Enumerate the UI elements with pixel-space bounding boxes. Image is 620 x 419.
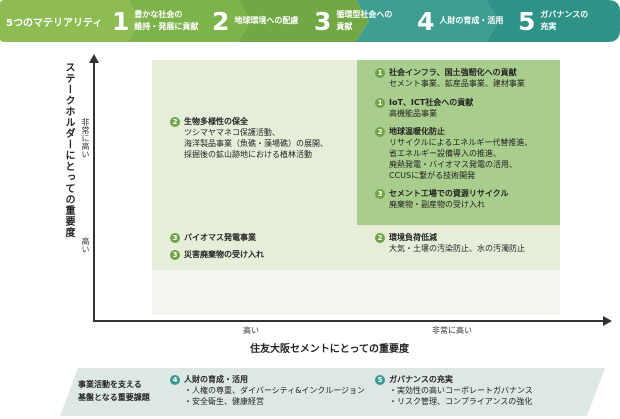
tab-3-label: 循環型社会への 貢献 [336,10,393,31]
item-title: 人財の育成・活用 [184,375,248,384]
tab-3-number: 3 [314,6,332,36]
tab-2-number: 2 [212,6,230,36]
materiality-number-badge: 1 [375,67,385,78]
foundation-item-human-resources: 4 人財の育成・活用 ・人権の尊重、ダイバーシティ&インクルージョン ・安全衛生、… [170,374,365,407]
item-title: ガバナンスの充実 [389,375,453,384]
item-biomass-power: 3 バイオマス発電事業 [170,232,256,243]
tab-1-number: 1 [112,6,130,36]
tab-2: 2 地球環境への配慮 [212,0,298,42]
item-bullets: ・人権の尊重、ダイバーシティ&インクルージョン ・安全衛生、健康経営 [184,386,366,406]
x-tick-very-high: 非常に高い [432,326,472,335]
y-tick-very-high: 非常に高い [81,118,90,158]
materiality-number-badge: 3 [170,249,180,260]
item-description: セメント事業、鉱産品事業、建材事業 [389,79,525,88]
tab-5-number: 5 [518,6,536,36]
tab-5: 5 ガバナンスの 充実 [518,0,588,42]
tab-1-label: 豊かな社会の 維持・発展に貢献 [134,10,199,31]
tab-2-label: 地球環境への配慮 [234,16,299,25]
y-axis-label: ステークホルダーにとっての重要度 [63,62,74,238]
materiality-number-badge: 3 [375,188,385,199]
tab-4: 4 人財の育成・活用 [417,0,503,42]
x-axis-label: 住友大阪セメントにとっての重要度 [250,344,409,355]
item-resource-recycling: 3 セメント工場での資源リサイクル 廃棄物・副産物の受け入れ [375,188,508,210]
item-title: IoT、ICT社会への貢献 [389,98,474,107]
zone-very-high-high [357,225,560,270]
y-tick-high: 高い [81,237,90,253]
item-description: 大気・土壌の汚染防止、水の汚濁防止 [389,244,525,253]
tab-3: 3 循環型社会への 貢献 [314,0,392,42]
zone-high-high [152,225,357,270]
foundation-issues-title: 事業活動を支える 基盤となる重要課題 [78,380,150,402]
item-iot-ict: 1 IoT、ICT社会への貢献 高機能品事業 [375,97,473,119]
foundation-issues-box [60,368,605,416]
materiality-number-badge: 2 [375,126,385,137]
tab-4-number: 4 [417,6,435,36]
materiality-number-badge: 1 [375,97,385,108]
item-title: セメント工場での資源リサイクル [389,189,509,198]
materiality-title: 5つのマテリアリティ [6,17,103,29]
item-disaster-waste: 3 災害廃棄物の受け入れ [170,249,264,260]
x-axis-line [93,320,605,322]
y-axis-line [93,60,95,322]
item-title: 生物多様性の保全 [184,117,248,126]
item-environmental-load: 2 環境負荷低減 大気・土壌の汚染防止、水の汚濁防止 [375,232,525,254]
item-title: 社会インフラ、国土強靭化への貢献 [389,68,517,77]
item-bullets: ・実効性の高いコーポレートガバナンス ・リスク管理、コンプライアンスの強化 [389,386,533,406]
x-axis-arrow [603,316,612,326]
materiality-number-badge: 5 [375,374,385,385]
tab-1: 1 豊かな社会の 維持・発展に貢献 [112,0,198,42]
tab-2-shape [128,0,251,42]
zone-high-very-high [152,60,357,225]
materiality-number-badge: 4 [170,374,180,385]
tab-3-shape [238,0,369,42]
zone-very-high-very-high [357,60,560,225]
materiality-number-badge: 3 [170,232,180,243]
item-title: 環境負荷低減 [389,233,437,242]
item-description: リサイクルによるエネルギー代替推進、 省エネルギー設備導入の推進、 廃熱発電・バ… [389,138,533,180]
y-axis-arrow [89,54,99,63]
item-social-infrastructure: 1 社会インフラ、国土強靭化への貢献 セメント事業、鉱産品事業、建材事業 [375,67,525,89]
tab-4-label: 人財の育成・活用 [439,16,504,25]
item-description: 廃棄物・副産物の受け入れ [389,200,485,209]
materiality-number-badge: 2 [170,116,180,127]
tab-5-label: ガバナンスの 充実 [540,10,589,31]
item-title: バイオマス発電事業 [184,233,256,242]
tab-4-shape [356,0,499,42]
tab-bar-background [0,0,620,42]
materiality-number-badge: 2 [375,232,385,243]
item-title: 災害廃棄物の受け入れ [184,250,264,259]
item-global-warming: 2 地球温暖化防止 リサイクルによるエネルギー代替推進、 省エネルギー設備導入の推… [375,126,532,181]
item-title: 地球温暖化防止 [389,127,445,136]
item-description: ツシマヤマネコ保護活動、 海洋製品事業（魚礁・藻場礁）の展開、 採掘後の鉱山跡地… [184,128,328,159]
item-biodiversity: 2 生物多様性の保全 ツシマヤマネコ保護活動、 海洋製品事業（魚礁・藻場礁）の展開… [170,116,328,160]
x-tick-high: 高い [243,326,259,335]
tab-1-shape [4,0,141,42]
foundation-item-governance: 5 ガバナンスの充実 ・実効性の高いコーポレートガバナンス ・リスク管理、コンプラ… [375,374,533,407]
materiality-tab-bar: 5つのマテリアリティ 1 豊かな社会の 維持・発展に貢献 2 地球環境への配慮 … [0,0,620,42]
zone-lower [152,270,560,315]
tab-5-shape [486,0,620,42]
item-description: 高機能品事業 [389,109,437,118]
